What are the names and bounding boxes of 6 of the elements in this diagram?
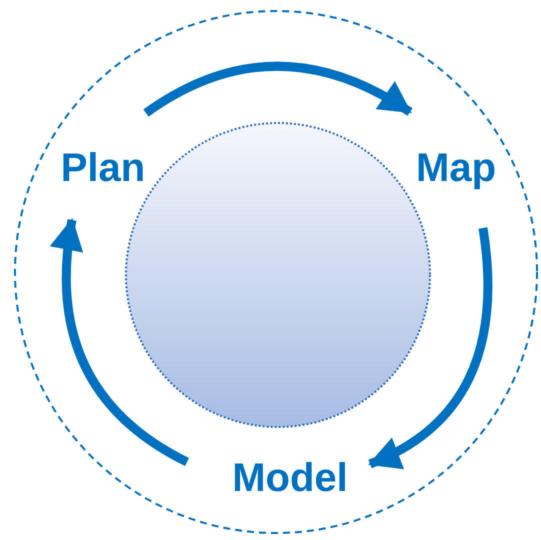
stage-label: Model bbox=[222, 452, 358, 504]
stage-label: Plan bbox=[56, 143, 150, 193]
curved-arrow bbox=[144, 62, 412, 117]
curved-arrow bbox=[50, 218, 190, 466]
stage-label: Map bbox=[408, 143, 504, 193]
curved-arrow bbox=[368, 227, 492, 468]
